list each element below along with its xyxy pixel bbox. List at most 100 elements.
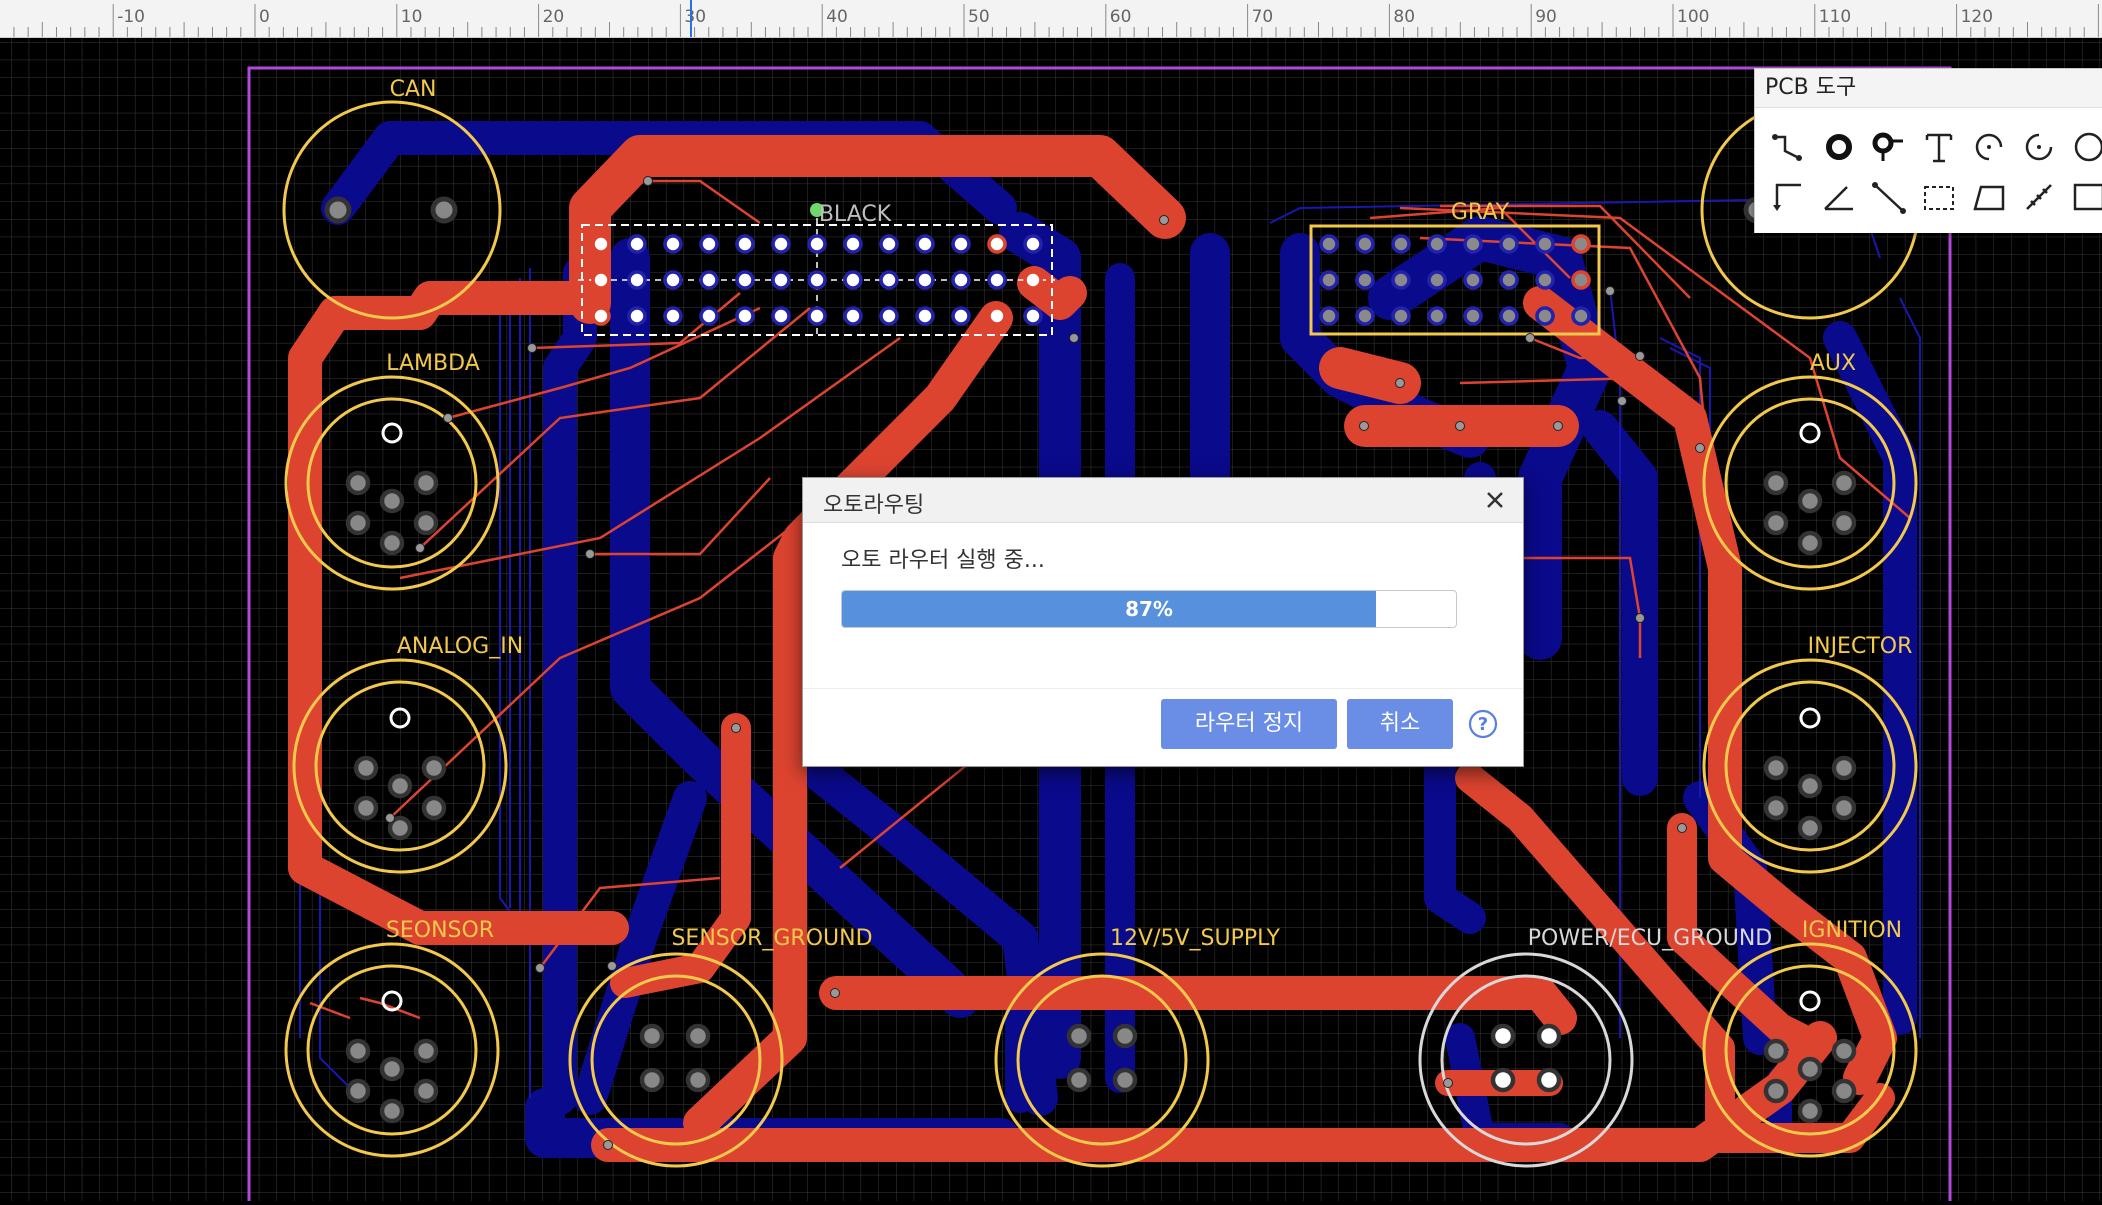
- can-connector-outline: [282, 100, 502, 320]
- can-pad: [430, 196, 458, 224]
- seonsor-pad: [413, 1038, 439, 1064]
- black-connector-pad: [987, 234, 1007, 254]
- lambda-pad: [379, 530, 405, 556]
- dialog-titlebar[interactable]: 오토라우팅: [803, 478, 1523, 523]
- ruler-label: 60: [1110, 7, 1132, 27]
- label-can: CAN: [390, 77, 437, 102]
- black-connector-pad: [915, 234, 935, 254]
- gray-connector-pad: [1427, 306, 1447, 326]
- via: [1635, 613, 1645, 623]
- via: [443, 413, 453, 423]
- top-copper-layer: [288, 135, 1897, 1162]
- seonsor-pad: [379, 1056, 405, 1082]
- selection-box-icon[interactable]: [1919, 177, 1959, 217]
- black-connector-pad: [879, 270, 899, 290]
- black-connector-pad: [663, 306, 683, 326]
- power-ground-pad: [1490, 1067, 1516, 1093]
- via: [585, 549, 595, 559]
- via: [830, 988, 840, 998]
- gray-connector-pad: [1355, 270, 1375, 290]
- black-connector-pad: [663, 234, 683, 254]
- analog-in-connector-outline: [292, 658, 508, 874]
- gray-connector-pad: [1427, 270, 1447, 290]
- black-connector-pad: [771, 234, 791, 254]
- label-power-ground: POWER/ECU_GROUND: [1528, 926, 1772, 951]
- black-connector-pad: [591, 234, 611, 254]
- text-icon[interactable]: [1919, 127, 1959, 167]
- route-trace-icon[interactable]: [1769, 127, 1809, 167]
- analog-in-pad: [421, 795, 447, 821]
- via: [1617, 396, 1627, 406]
- corner-trace-icon[interactable]: [1769, 177, 1809, 217]
- black-connector-pad: [807, 234, 827, 254]
- black-connector-pad: [843, 234, 863, 254]
- gray-connector-pad: [1391, 234, 1411, 254]
- pcb-tools-palette[interactable]: PCB 도구: [1754, 68, 2102, 233]
- analog-in-pad: [353, 755, 379, 781]
- label-analog-in: ANALOG_IN: [397, 634, 523, 659]
- power-ground-pad: [1536, 1023, 1562, 1049]
- ruler-label: 110: [1819, 7, 1851, 27]
- ignition-pad: [1797, 1056, 1823, 1082]
- arc-icon[interactable]: [1969, 127, 2009, 167]
- lambda-pad: [345, 470, 371, 496]
- seonsor-pad: [345, 1078, 371, 1104]
- cancel-button[interactable]: 취소: [1347, 699, 1453, 749]
- selection-origin-marker[interactable]: [810, 203, 824, 217]
- close-icon[interactable]: [1481, 486, 1509, 514]
- seonsor-pad: [413, 1078, 439, 1104]
- via: [1395, 378, 1405, 388]
- ruler-label: 80: [1393, 7, 1415, 27]
- supply-pad: [1066, 1067, 1092, 1093]
- via: [731, 723, 741, 733]
- injector-pad: [1763, 795, 1789, 821]
- progress-bar: 87%: [841, 590, 1457, 628]
- label-sensor-ground: SENSOR_GROUND: [671, 926, 872, 951]
- polygon-icon[interactable]: [1969, 177, 2009, 217]
- black-connector-pad: [699, 270, 719, 290]
- top-signal-traces: [309, 179, 1911, 1020]
- gray-connector-pad: [1463, 234, 1483, 254]
- via: [1455, 421, 1465, 431]
- black-connector-pad: [843, 306, 863, 326]
- gray-connector-pad: [1571, 234, 1591, 254]
- ruler-label: 20: [543, 7, 565, 27]
- gray-connector-outline: [1309, 224, 1601, 336]
- black-connector-pad: [735, 270, 755, 290]
- analog-in-pad: [421, 755, 447, 781]
- ruler-label: 10: [401, 7, 423, 27]
- board-outline: [247, 66, 1952, 1201]
- help-icon[interactable]: ?: [1467, 708, 1499, 740]
- ruler-label: 90: [1535, 7, 1557, 27]
- stop-router-button[interactable]: 라우터 정지: [1161, 699, 1337, 749]
- toolbox-title: PCB 도구: [1755, 69, 2102, 108]
- black-connector-pad: [771, 270, 791, 290]
- gray-connector-pad: [1319, 306, 1339, 326]
- gray-connector-pad: [1571, 270, 1591, 290]
- via: [1695, 443, 1705, 453]
- arc-ccw-icon[interactable]: [2019, 127, 2059, 167]
- sensor-ground-pad: [639, 1023, 665, 1049]
- via: [415, 543, 425, 553]
- pad-icon[interactable]: [1869, 127, 1909, 167]
- via: [1159, 215, 1169, 225]
- diff-pair-icon[interactable]: [1869, 177, 1909, 217]
- via: [1553, 421, 1563, 431]
- autorouting-dialog[interactable]: 오토라우팅 오토 라우터 실행 중... 87% 라우터 정지 취소 ?: [802, 477, 1524, 767]
- ignition-connector-outline: [1702, 942, 1918, 1158]
- rectangle-icon[interactable]: [2069, 177, 2102, 217]
- label-injector: INJECTOR: [1808, 634, 1913, 659]
- angle-icon[interactable]: [1819, 177, 1859, 217]
- gray-connector-pad: [1499, 306, 1519, 326]
- measure-icon[interactable]: [2019, 177, 2059, 217]
- ignition-pad: [1831, 1078, 1857, 1104]
- ignition-pad: [1763, 1038, 1789, 1064]
- gray-connector-pad: [1355, 306, 1375, 326]
- circle-icon[interactable]: [2069, 127, 2102, 167]
- gray-connector-pad: [1535, 234, 1555, 254]
- black-connector-pad: [879, 234, 899, 254]
- pcb-canvas[interactable]: CAN BLACK GRAY LAMBDA ANALOG_IN SEONSOR …: [0, 38, 2102, 1201]
- aux-pad: [1797, 530, 1823, 556]
- key-notch: [389, 707, 411, 729]
- via-icon[interactable]: [1819, 127, 1859, 167]
